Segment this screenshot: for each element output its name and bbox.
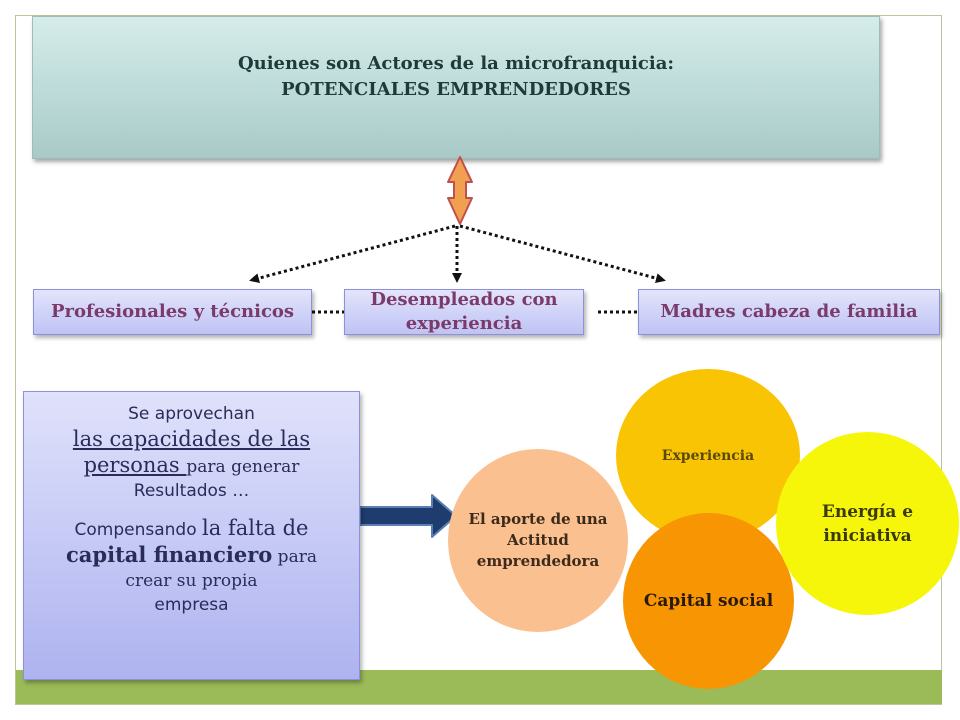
node-desempleados-line-2: experiencia	[405, 313, 523, 334]
node-desempleados: Desempleados con experiencia	[344, 289, 584, 335]
desc-line-5-b: la falta de	[202, 516, 309, 540]
circle-aporte: El aporte de una Actitud emprendedora	[448, 449, 628, 632]
node-desempleados-label: Desempleados con experiencia	[370, 288, 557, 336]
double-arrow-icon	[447, 156, 473, 225]
desc-line-3-underlined: personas	[83, 453, 187, 477]
desc-spacer	[24, 503, 359, 515]
circle-aporte-line-2: Actitud	[507, 531, 569, 549]
circle-capital-social: Capital social	[623, 513, 794, 689]
title-line-2: POTENCIALES EMPRENDEDORES	[281, 79, 631, 100]
circle-aporte-line-1: El aporte de una	[468, 510, 608, 528]
block-arrow-icon	[359, 494, 457, 538]
circle-energia: Energía e iniciativa	[776, 432, 959, 615]
node-madres-label: Madres cabeza de familia	[660, 301, 918, 322]
node-profesionales-label: Profesionales y técnicos	[50, 301, 295, 322]
desc-line-3-rest: para generar	[186, 457, 300, 477]
circle-aporte-line-3: emprendedora	[476, 552, 600, 570]
circle-aporte-label: El aporte de una Actitud emprendedora	[469, 509, 608, 572]
circle-energia-line-1: Energía e	[821, 501, 914, 522]
description-box: Se aprovechan las capacidades de las per…	[23, 391, 360, 680]
desc-line-6-a: capital financiero	[66, 542, 273, 567]
desc-line-6: capital financiero para	[24, 542, 359, 569]
node-desempleados-line-1: Desempleados con	[370, 289, 558, 310]
desc-line-3: personas para generar	[24, 452, 359, 479]
desc-line-8: empresa	[154, 595, 229, 615]
node-madres: Madres cabeza de familia	[638, 289, 940, 335]
node-profesionales: Profesionales y técnicos	[33, 289, 312, 335]
slide-frame	[15, 15, 942, 705]
desc-line-5: Compensando la falta de	[24, 515, 359, 542]
circle-experiencia-label: Experiencia	[661, 447, 755, 464]
desc-line-7: crear su propia	[125, 571, 258, 591]
circle-energia-line-2: iniciativa	[823, 525, 912, 546]
title-box: Quienes son Actores de la microfranquici…	[32, 16, 880, 159]
dotted-arrow-left	[249, 224, 456, 284]
title-line-1: Quienes son Actores de la microfranquici…	[237, 53, 675, 74]
desc-line-4: Resultados …	[133, 481, 250, 501]
circle-capital-social-label: Capital social	[643, 591, 774, 611]
dotted-arrow-right	[459, 224, 666, 284]
desc-line-2: las capacidades de las	[72, 427, 311, 451]
desc-line-1: Se aprovechan	[128, 404, 255, 424]
desc-line-6-b: para	[272, 547, 317, 567]
circle-energia-label: Energía e iniciativa	[822, 500, 913, 548]
desc-line-5-a: Compensando	[74, 520, 203, 540]
